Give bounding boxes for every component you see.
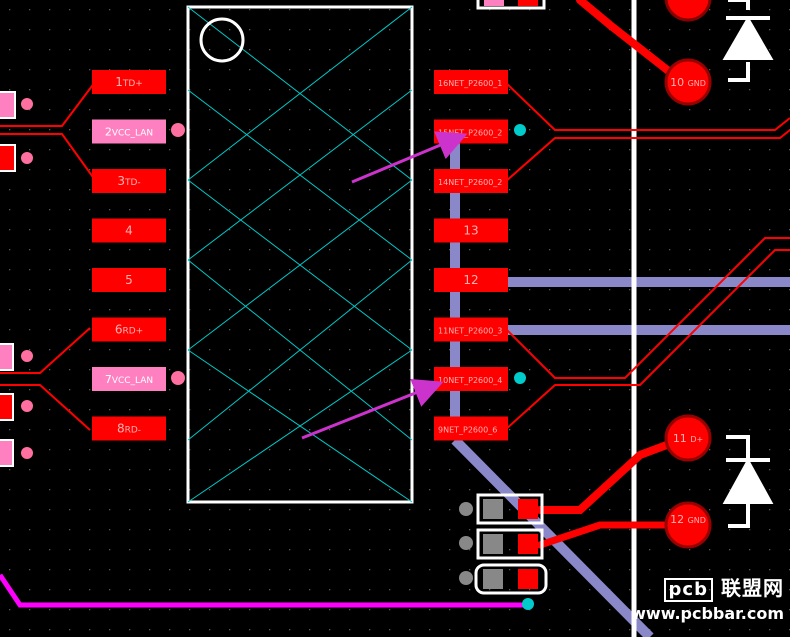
via (514, 372, 526, 384)
via (514, 124, 526, 136)
right-pad-label: 10NET_P2600_4 (438, 376, 502, 385)
watermark-logo-box: pcb (663, 578, 713, 602)
diode-symbols (722, 0, 774, 528)
right-pad: 10NET_P2600_4 (434, 367, 508, 391)
watermark-logo-cn: 联盟网 (721, 576, 784, 600)
right-pad-label: 9NET_P2600_6 (438, 426, 497, 435)
left-pad-label: 8RD- (117, 422, 141, 436)
connector-pad: 10 GND (664, 58, 712, 106)
right-pad: 13 (434, 218, 508, 243)
right-pad-label: 12 (463, 273, 478, 287)
connector-pad: 11 D+ (664, 414, 712, 462)
left-pad: 1TD+ (92, 70, 166, 94)
right-pad: 14NET_P2600_2 (434, 169, 508, 193)
left-pad: 6RD+ (92, 317, 166, 342)
left-edge-parts (0, 91, 33, 467)
connector-pad-label: 10 GND (670, 76, 706, 89)
watermark: pcb 联盟网 www.pcbbar.com (631, 572, 784, 623)
left-pad-label: 2VCC_LAN (105, 126, 153, 139)
right-pad: 16NET_P2600_1 (434, 70, 508, 94)
left-pad-label: 6RD+ (115, 323, 143, 337)
vias (171, 123, 534, 610)
right-pad-label: 13 (463, 224, 478, 238)
left-pad-label: 1TD+ (115, 75, 143, 89)
right-pad: 15NET_P2600_2 (434, 119, 508, 144)
ic-body (186, 5, 414, 504)
magenta-trace (0, 573, 528, 608)
right-pad-label: 16NET_P2600_1 (438, 79, 502, 88)
left-pad-label: 7VCC_LAN (105, 373, 153, 386)
left-pad-label: 3TD- (117, 174, 140, 188)
via (522, 598, 534, 610)
left-pad: 8RD- (92, 416, 166, 441)
connector-pad-label: 11 D+ (673, 432, 703, 445)
pin1-marker (199, 17, 245, 63)
right-pad-label: 11NET_P2600_3 (438, 327, 502, 336)
left-pad-label: 4 (125, 224, 133, 238)
watermark-url: www.pcbbar.com (631, 604, 784, 623)
left-pad: 2VCC_LAN (92, 119, 166, 144)
right-pad: 12 (434, 268, 508, 292)
left-pad: 4 (92, 218, 166, 243)
right-pad: 11NET_P2600_3 (434, 317, 508, 342)
connector-pad-label: 12 GND (670, 513, 706, 526)
right-pad-label: 15NET_P2600_2 (438, 129, 502, 138)
left-pad-label: 5 (125, 273, 133, 287)
red-thick-traces (536, 0, 684, 549)
smd-components (459, 0, 548, 595)
via (171, 123, 185, 137)
red-traces (0, 81, 790, 431)
via (171, 371, 185, 385)
left-pad: 3TD- (92, 169, 166, 193)
watermark-logo: pcb 联盟网 (631, 572, 784, 602)
right-pad: 9NET_P2600_6 (434, 416, 508, 441)
connector-pad: 12 GND (664, 501, 712, 549)
right-pad-label: 14NET_P2600_2 (438, 178, 502, 187)
annotation-arrows (301, 131, 468, 440)
left-pad: 7VCC_LAN (92, 367, 166, 391)
connector-pad-group: 10 GND 11 D+ 12 GND (664, 0, 712, 549)
left-pad: 5 (92, 268, 166, 292)
left-pad-group: 1TD+ 2VCC_LAN 3TD- 4 5 6RD+ 7VCC_LAN 8RD- (92, 70, 166, 441)
